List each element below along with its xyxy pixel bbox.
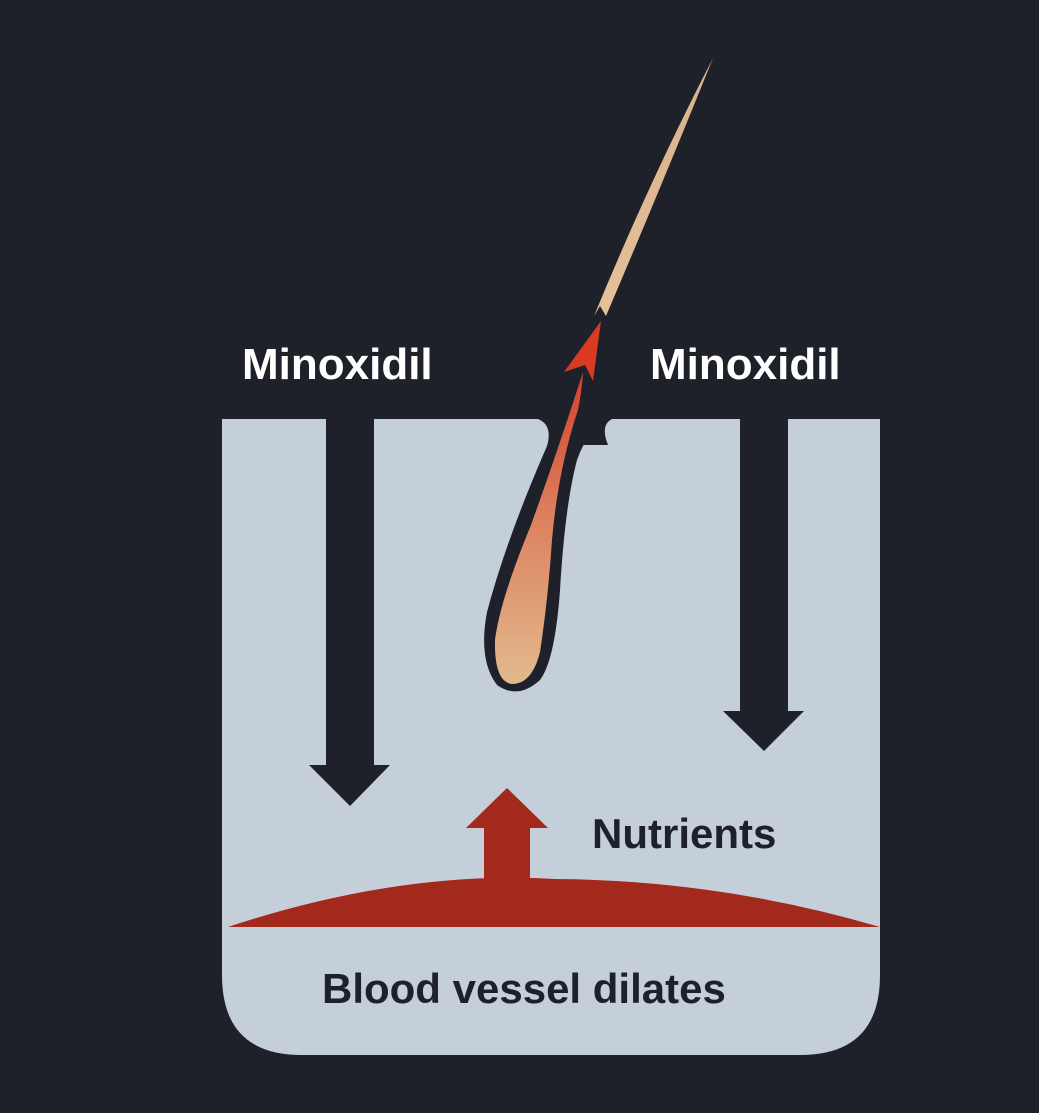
hair-follicle-bulb [494,372,583,684]
minoxidil-label-left: Minoxidil [242,340,433,389]
minoxidil-label-right: Minoxidil [650,340,841,389]
growth-arrow-icon [564,321,601,381]
minoxidil-right-arrow-icon [723,419,804,751]
nutrients-arrow-icon [466,788,548,882]
minoxidil-left-arrow-icon [309,419,390,806]
hair-shaft [594,58,713,316]
blood-vessel-label: Blood vessel dilates [322,965,726,1012]
blood-vessel [228,877,880,927]
nutrients-label: Nutrients [592,810,777,857]
